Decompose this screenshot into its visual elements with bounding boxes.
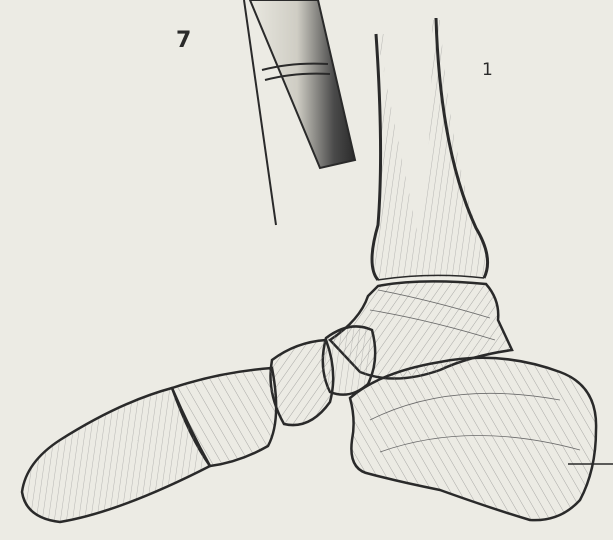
figure-number-label: 7 (176, 28, 191, 53)
cuneiform (271, 340, 334, 425)
tube-instrument (244, 0, 355, 225)
calcaneus (350, 358, 596, 520)
tibia-fibula-bones (372, 18, 488, 280)
reference-mark: 1 (482, 60, 493, 80)
metatarsal (22, 368, 276, 522)
